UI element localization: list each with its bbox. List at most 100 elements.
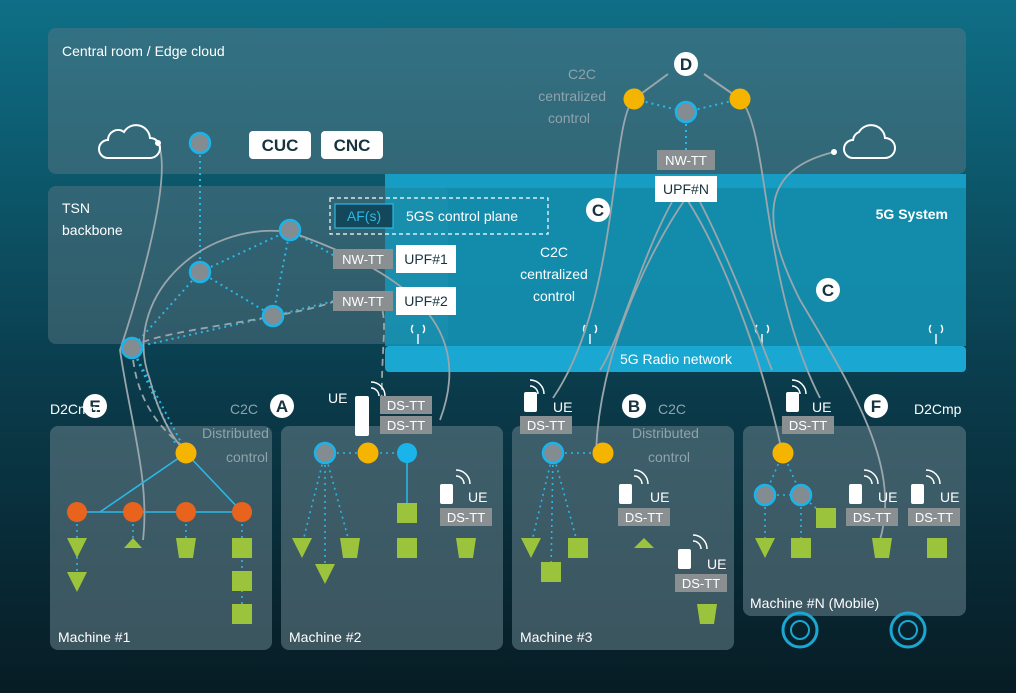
tsn-label-line2: backbone [62, 222, 123, 238]
dstt-box [675, 574, 727, 592]
nwtt-box [333, 249, 393, 269]
wheel-icon [889, 611, 927, 649]
upf-1-box [396, 245, 456, 273]
c2c-mid-line1: C2C [540, 244, 568, 260]
bridge-node [261, 304, 285, 328]
antenna-icon [410, 324, 426, 344]
machine-1-label: Machine #1 [58, 629, 131, 645]
5gs-control-plane-label: 5GS control plane [406, 208, 518, 224]
central-room-label: Central room / Edge cloud [62, 43, 225, 59]
upf-2-label: UPF#2 [404, 293, 448, 309]
c2c-mid-line2: centralized [520, 266, 588, 282]
upf-n-label: UPF#N [663, 181, 709, 197]
d2cmp-label-right: D2Cmp [914, 401, 962, 417]
signal-icon [863, 469, 879, 485]
signal-icon [692, 534, 708, 550]
marker-e: E [83, 394, 107, 418]
machine-3-label: Machine #3 [520, 629, 593, 645]
ue-label: UE [650, 489, 669, 505]
ue-device-icon [678, 549, 691, 569]
ue-label: UE [878, 489, 897, 505]
ue-label: UE [707, 556, 726, 572]
bridge-node [188, 260, 212, 284]
dashed-grey-links [131, 299, 385, 451]
ue-label: UE [812, 399, 831, 415]
dstt-label: DS-TT [915, 510, 953, 525]
svg-text:E: E [89, 397, 100, 416]
svg-text:C: C [592, 201, 604, 220]
cuc-label: CUC [262, 136, 299, 155]
dstt-label: DS-TT [387, 398, 425, 413]
ue-label: UE [553, 399, 572, 415]
cnc-box [321, 131, 383, 159]
d2cmp-label-left: D2Cmp [50, 401, 98, 417]
dstt-box [846, 508, 898, 526]
5gs-control-plane-box [329, 197, 549, 235]
tsn-label-line1: TSN [62, 200, 90, 216]
machine-3-panel [512, 426, 734, 650]
svg-text:A: A [276, 397, 288, 416]
ue-device-icon [786, 392, 799, 412]
ue-label: UE [940, 489, 959, 505]
cnc-label: CNC [334, 136, 371, 155]
marker-b: B [622, 394, 646, 418]
5g-system-label: 5G System [876, 206, 948, 222]
upf-2-box [396, 287, 456, 315]
ue-label: UE [468, 489, 487, 505]
cloud-link-dot [155, 140, 161, 146]
svg-text:D: D [680, 55, 692, 74]
5g-radio-strip [385, 346, 966, 372]
ue-device-icon [911, 484, 924, 504]
bridge-node [278, 218, 302, 242]
end-devices [67, 503, 947, 624]
cuc-box [249, 131, 311, 159]
signal-icon [455, 469, 471, 485]
ue-device-icon [524, 392, 537, 412]
dstt-label: DS-TT [447, 510, 485, 525]
af-box [334, 203, 394, 229]
dstt-box [618, 508, 670, 526]
signal-icon [633, 469, 649, 485]
machine-bridge-nodes [313, 441, 813, 507]
dstt-box [440, 508, 492, 526]
machine-dotted-links [76, 452, 827, 612]
c2c-dist-a-line3: control [226, 449, 268, 465]
control-connections [119, 98, 887, 541]
af-label: AF(s) [347, 208, 381, 224]
nwtt-box [657, 150, 715, 170]
dstt-label: DS-TT [387, 418, 425, 433]
machine-1-panel [50, 426, 272, 650]
marker-c: C [816, 278, 840, 302]
machine-2-panel [281, 426, 503, 650]
tsn-nodes [120, 100, 698, 360]
marker-f: F [864, 394, 888, 418]
svg-text:F: F [871, 397, 881, 416]
nwtt-label: NW-TT [342, 294, 384, 309]
cloud-icon [843, 124, 896, 159]
nwtt-label: NW-TT [665, 153, 707, 168]
ue-device-icon [619, 484, 632, 504]
machine-2-label: Machine #2 [289, 629, 362, 645]
signal-icon [370, 381, 386, 397]
dstt-box [782, 416, 834, 434]
c2c-dist-a-line1: C2C [230, 401, 258, 417]
c2c-dist-b-line1: C2C [658, 401, 686, 417]
nwtt-box [333, 291, 393, 311]
signal-icon [529, 379, 545, 395]
ue-device-icon [440, 484, 453, 504]
dstt-label: DS-TT [625, 510, 663, 525]
dstt-label: DS-TT [853, 510, 891, 525]
dstt-box [520, 416, 572, 434]
signal-icon [925, 469, 941, 485]
dstt-label: DS-TT [527, 418, 565, 433]
bridge-node [674, 100, 698, 124]
marker-a: A [270, 394, 294, 418]
c2c-top-line1: C2C [568, 66, 596, 82]
cloud-link-dot [831, 149, 837, 155]
c2c-dist-a-line2: Distributed [202, 425, 269, 441]
controller-nodes [175, 88, 794, 464]
dstt-box [380, 416, 432, 434]
c2c-top-line3: control [548, 110, 590, 126]
orange-nodes [67, 502, 252, 522]
